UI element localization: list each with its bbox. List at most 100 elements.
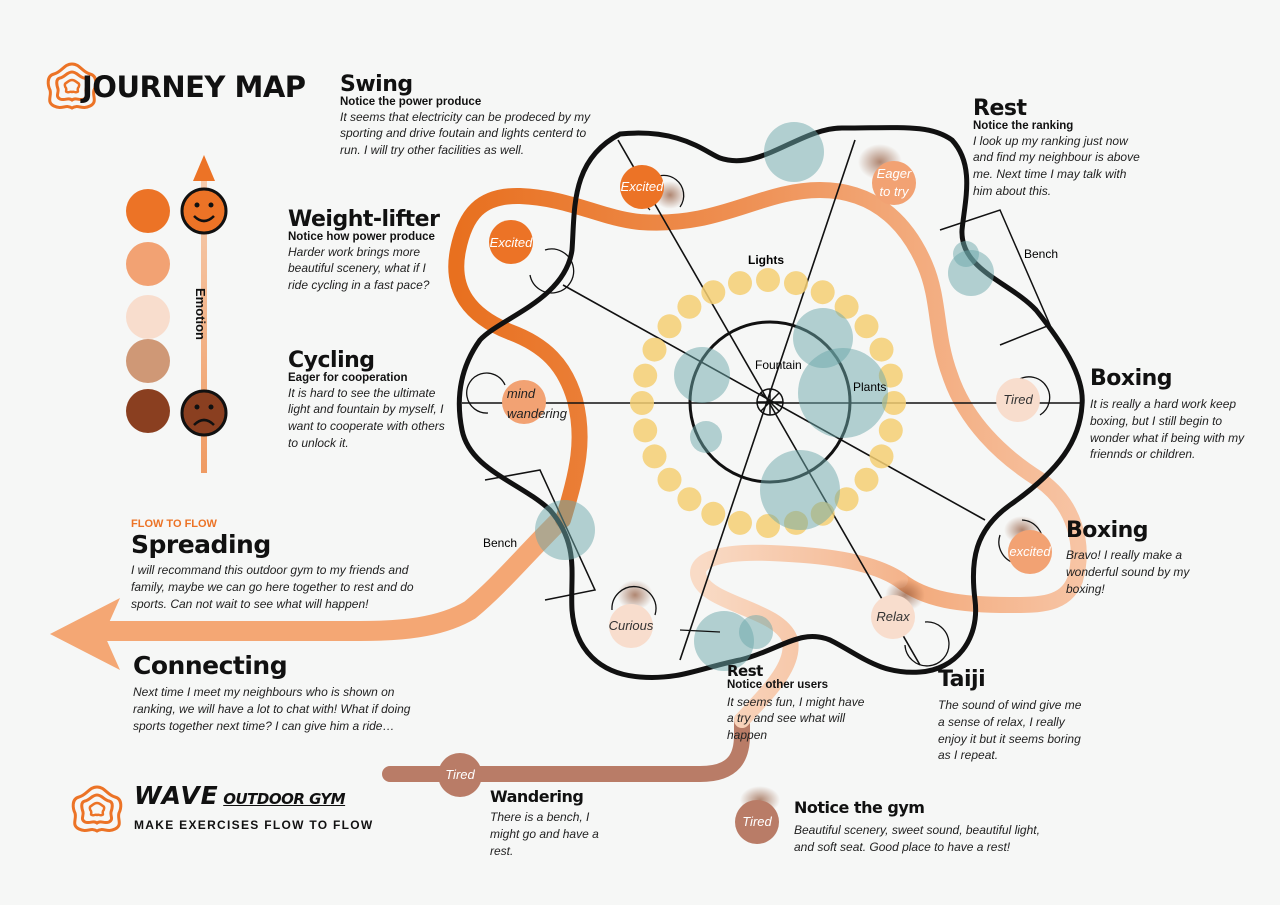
emotion-node-excited-swing: Excited	[620, 165, 664, 209]
light-dot	[756, 268, 780, 292]
emotion-label: wandering	[507, 406, 568, 421]
stage-title: Notice the gym	[794, 798, 925, 817]
spreading-arrow-icon	[50, 598, 120, 670]
emotion-node-relax: Relax	[871, 595, 915, 639]
emotion-label: Tired	[445, 767, 475, 782]
stage-wandering: Wandering There is a bench, I might go a…	[490, 789, 610, 859]
light-dot	[701, 501, 726, 526]
light-dot	[630, 391, 654, 415]
stage-connecting: Connecting Next time I meet my neighbour…	[133, 653, 433, 734]
emotion-node-tired-wander: Tired	[438, 753, 482, 797]
stage-text: It is really a hard work keep boxing, bu…	[1090, 397, 1245, 462]
stage-title: Cycling	[288, 348, 375, 373]
light-dot	[642, 444, 667, 469]
emotion-label: Excited	[621, 179, 664, 194]
bench-right-shape	[939, 209, 1051, 346]
emotion-level-2	[126, 242, 170, 286]
light-dot	[677, 294, 702, 319]
stage-rest-bottom: Rest Notice other users It seems fun, I …	[727, 664, 872, 744]
fountain-spray-icon	[757, 389, 783, 415]
stage-subtitle: Notice how power produce	[288, 231, 435, 243]
stage-text: The sound of wind give me a sense of rel…	[938, 698, 1082, 763]
light-dot	[657, 314, 682, 339]
light-dot	[633, 363, 658, 388]
stage-title: Boxing	[1066, 518, 1149, 543]
stage-boxing-2: Boxing Bravo! I really make a wonderful …	[1066, 520, 1196, 597]
light-dot	[642, 337, 667, 362]
light-dot	[677, 487, 702, 512]
light-dot	[784, 271, 808, 296]
brand-tagline: MAKE EXERCISES FLOW TO FLOW	[134, 818, 374, 832]
light-dot	[882, 391, 906, 415]
emotion-label: mind	[507, 386, 536, 401]
stage-text: I will recommand this outdoor gym to my …	[131, 563, 414, 611]
stage-title: Rest	[973, 96, 1027, 121]
stage-title: Boxing	[1090, 366, 1173, 391]
stage-kicker: FLOW TO FLOW	[131, 518, 217, 530]
emotion-axis	[201, 178, 207, 473]
sad-face-icon	[180, 389, 228, 437]
stage-text: Beautiful scenery, sweet sound, beautifu…	[794, 823, 1040, 854]
emotion-label: excited	[1009, 544, 1051, 559]
journey-path	[448, 181, 1087, 614]
light-dot	[728, 271, 752, 296]
emotion-label: Tired	[1003, 392, 1033, 407]
light-dot	[869, 337, 894, 362]
light-dot	[657, 467, 682, 492]
light-dot	[834, 294, 859, 319]
emotion-level-1	[126, 189, 170, 233]
stage-title: Taiji	[938, 667, 986, 692]
lights-label: Lights	[748, 253, 784, 267]
emotion-scale	[126, 155, 228, 473]
emotion-node-excited-boxing: excited	[1008, 530, 1052, 574]
emotion-node-excited-weight: Excited	[489, 220, 533, 264]
emotion-node-curious: Curious	[609, 604, 654, 648]
emotion-label: Eager	[877, 166, 912, 181]
wave-brand-logo-icon	[71, 785, 123, 833]
light-dot	[869, 444, 894, 469]
stage-subtitle: Notice the ranking	[973, 120, 1074, 132]
stage-title: Rest	[727, 662, 763, 680]
emotion-label: to try	[880, 184, 910, 199]
brand-suffix: OUTDOOR GYM	[223, 790, 346, 808]
stage-text: There is a bench, I might go and have a …	[490, 810, 599, 858]
stage-text: Harder work brings more beautiful scener…	[288, 244, 430, 293]
brand-name: WAVE	[134, 781, 219, 810]
return-path	[690, 544, 908, 728]
gym-platform-outline	[456, 125, 1085, 680]
emotion-label: Excited	[490, 235, 533, 250]
emotion-label: Relax	[876, 609, 910, 624]
stage-boxing-1: Boxing It is really a hard work keep box…	[1090, 368, 1250, 463]
spreading-path	[95, 512, 568, 641]
light-dot	[854, 314, 879, 339]
stage-subtitle: Eager for cooperation	[288, 372, 408, 384]
plants-label: Plants	[853, 380, 886, 394]
emotion-node-tired-gym: Tired	[735, 800, 779, 844]
stage-title: Wandering	[490, 787, 584, 806]
stage-subtitle: Notice other users	[727, 679, 828, 691]
emotion-node-mind-wandering: mind wandering	[502, 380, 568, 424]
emotion-label: Curious	[609, 618, 654, 633]
plants-cluster	[535, 122, 994, 671]
stage-text: Next time I meet my neighbours who is sh…	[133, 685, 411, 733]
stage-subtitle: Notice the power produce	[340, 96, 482, 108]
emotion-arrow-icon	[193, 155, 215, 181]
wander-path	[382, 712, 750, 782]
emotion-level-4	[126, 339, 170, 383]
emotion-level-5	[126, 389, 170, 433]
stage-weight-lifter: Weight-lifter Notice how power produce H…	[288, 209, 448, 294]
emotion-node-tired-boxing: Tired	[996, 378, 1040, 422]
stage-title: Spreading	[131, 530, 271, 559]
brand-lockup: WAVE OUTDOOR GYM	[134, 781, 346, 810]
stage-taiji: Taiji The sound of wind give me a sense …	[938, 669, 1088, 764]
light-dot	[701, 280, 726, 305]
light-dot	[878, 418, 903, 443]
stage-spreading: FLOW TO FLOW Spreading I will recommand …	[131, 518, 421, 612]
stage-text: It seems that electricity can be prodece…	[340, 109, 591, 158]
light-dot	[810, 280, 835, 305]
emotion-label: Tired	[742, 814, 772, 829]
stage-text: It seems fun, I might have a try and see…	[727, 694, 865, 743]
stage-title: Weight-lifter	[288, 207, 440, 232]
emotion-level-3	[126, 295, 170, 339]
